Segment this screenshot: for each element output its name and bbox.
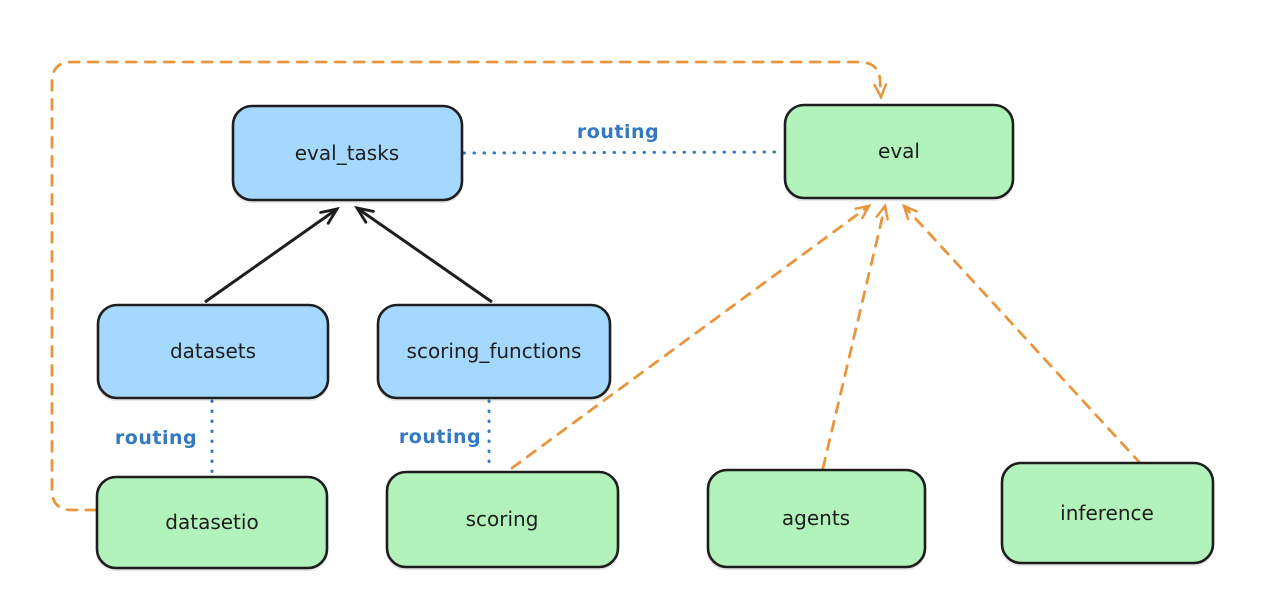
node-label: datasetio <box>165 510 258 534</box>
node-label: scoring <box>466 507 539 531</box>
edge-datasets-to-eval-tasks <box>204 209 337 304</box>
node-label: scoring_functions <box>407 339 582 363</box>
node-box[interactable] <box>706 468 927 569</box>
node-label: agents <box>782 506 850 530</box>
edge-scoring-to-eval <box>510 204 872 470</box>
node-inference[interactable]: inference <box>1000 461 1215 565</box>
edge-label-routing: routing <box>577 121 659 143</box>
node-box[interactable] <box>95 475 329 570</box>
node-label: eval <box>878 139 920 163</box>
node-box[interactable] <box>783 103 1015 200</box>
node-datasetio[interactable]: datasetio <box>95 475 329 570</box>
edge-label-routing: routing <box>399 426 481 448</box>
node-agents[interactable]: agents <box>706 468 927 569</box>
edge-inference-to-eval <box>902 203 1143 466</box>
edge-eval-tasks-to-eval <box>462 150 784 155</box>
node-eval[interactable]: eval <box>783 103 1015 200</box>
node-scoring[interactable]: scoring <box>385 470 620 569</box>
node-box[interactable] <box>231 104 464 202</box>
node-box[interactable] <box>385 470 620 569</box>
node-scoring-functions[interactable]: scoring_functions <box>376 303 612 400</box>
node-box[interactable] <box>96 303 330 400</box>
node-label: inference <box>1060 501 1154 525</box>
edge-label-routing: routing <box>115 427 197 449</box>
node-eval-tasks[interactable]: eval_tasks <box>231 104 464 202</box>
node-box[interactable] <box>1000 461 1215 565</box>
edge-agents-to-eval <box>821 203 889 470</box>
node-datasets[interactable]: datasets <box>96 303 330 400</box>
node-label: datasets <box>170 339 256 363</box>
edge-scoring-functions-to-eval-tasks <box>357 208 493 304</box>
node-box[interactable] <box>376 303 612 400</box>
node-label: eval_tasks <box>295 141 399 165</box>
edge-datasetio-to-eval <box>50 60 888 512</box>
